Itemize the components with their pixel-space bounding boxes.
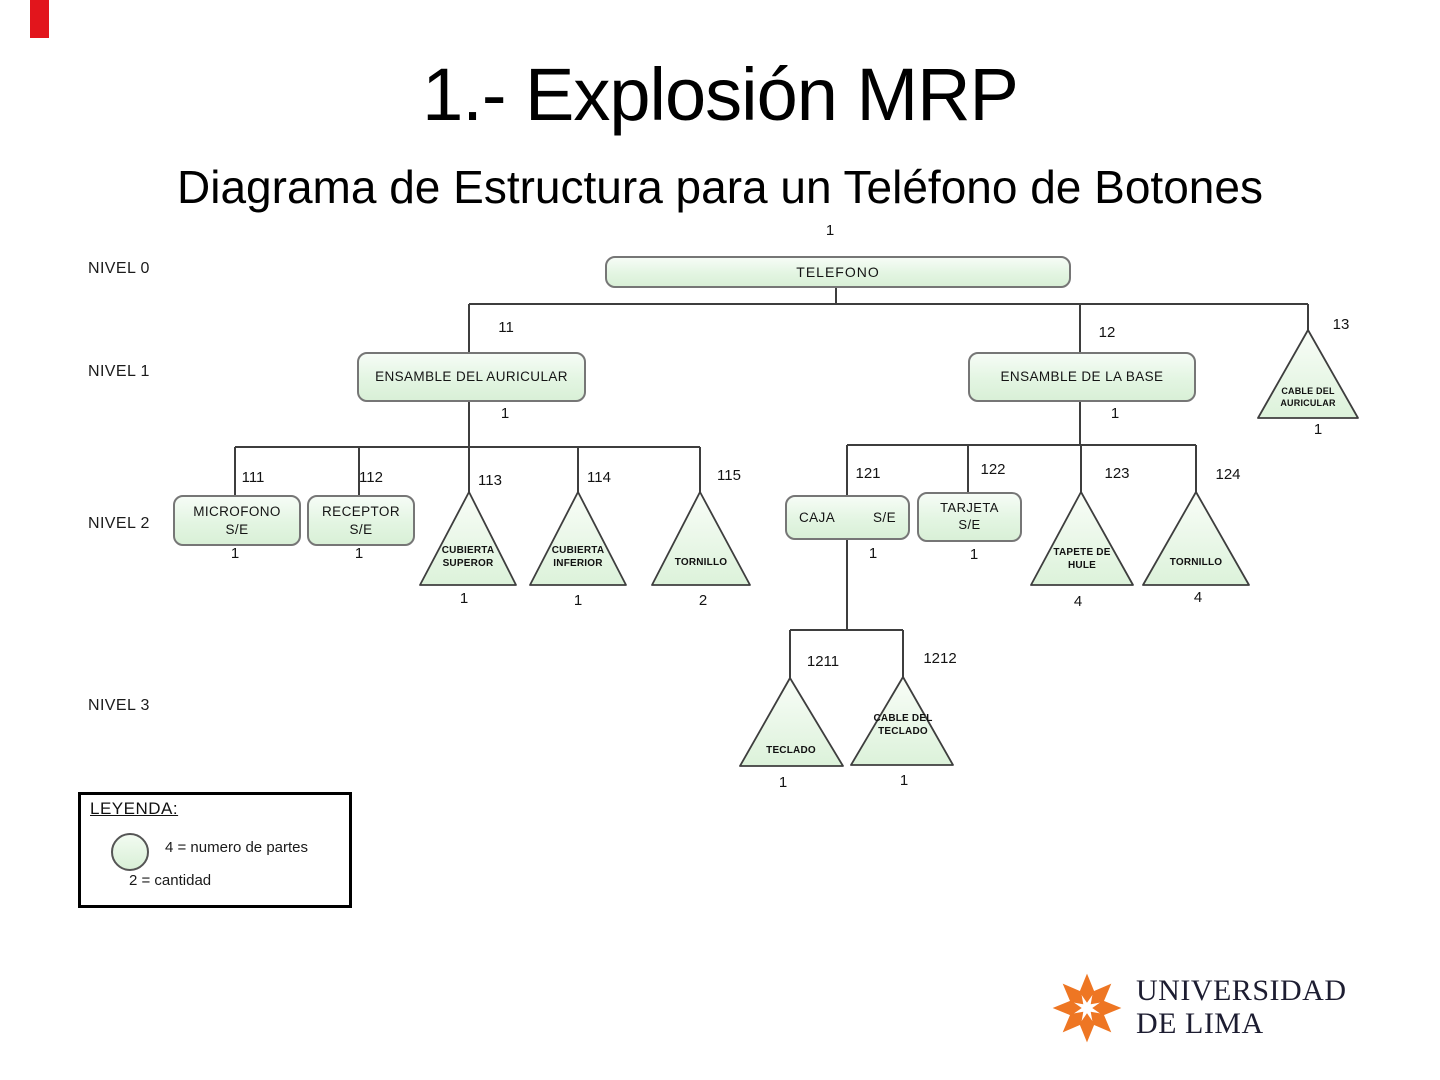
qty-tapete-hule: 4 bbox=[1073, 593, 1083, 610]
qty-receptor: 1 bbox=[354, 545, 364, 562]
qty-microfono: 1 bbox=[230, 545, 240, 562]
triangle-tornillo-auricular bbox=[651, 491, 751, 586]
triangle-cable-auricular bbox=[1257, 329, 1359, 419]
qty-cable-teclado: 1 bbox=[899, 772, 909, 789]
legend-item-parts: 4 = numero de partes bbox=[165, 839, 309, 856]
node-ensamble-base: ENSAMBLE DE LA BASE bbox=[968, 352, 1196, 402]
code-cable-teclado: 1212 bbox=[923, 650, 957, 667]
qty-tornillo-auricular: 2 bbox=[698, 592, 708, 609]
qty-cubierta-inferior: 1 bbox=[573, 592, 583, 609]
code-ensamble-auricular: 11 bbox=[498, 319, 514, 336]
slide-subtitle: Diagrama de Estructura para un Teléfono … bbox=[177, 161, 1263, 213]
triangle-cable-teclado bbox=[850, 676, 954, 766]
code-cubierta-superior: 113 bbox=[478, 472, 502, 489]
node-ensamble-auricular: ENSAMBLE DEL AURICULAR bbox=[357, 352, 586, 402]
triangle-tapete-hule bbox=[1030, 491, 1134, 586]
qty-cable-auricular: 1 bbox=[1313, 421, 1323, 438]
qty-ensamble-base: 1 bbox=[1110, 405, 1120, 422]
logo-line-2: DE LIMA bbox=[1136, 1007, 1264, 1040]
code-cubierta-inferior: 114 bbox=[587, 469, 611, 486]
node-telefono: TELEFONO bbox=[605, 256, 1071, 288]
node-caja: CAJA S/E bbox=[785, 495, 910, 540]
qty-cubierta-superior: 1 bbox=[459, 590, 469, 607]
label-cubierta-inferior: CUBIERTA INFERIOR bbox=[551, 545, 605, 569]
logo-line-1: UNIVERSIDAD bbox=[1136, 974, 1347, 1007]
code-caja: 121 bbox=[855, 465, 881, 482]
qty-tarjeta: 1 bbox=[969, 546, 979, 563]
universidad-de-lima-wordmark: UNIVERSIDAD DE LIMA bbox=[1136, 974, 1347, 1040]
level-label-0: NIVEL 0 bbox=[88, 260, 150, 277]
code-ensamble-base: 12 bbox=[1098, 324, 1116, 341]
code-telefono: 1 bbox=[825, 222, 835, 239]
legend-title: LEYENDA: bbox=[90, 799, 179, 818]
label-cable-teclado: CABLE DEL TECLADO bbox=[873, 713, 933, 737]
label-cubierta-superior: CUBIERTA SUPEROR bbox=[441, 545, 495, 569]
legend-circle-icon bbox=[111, 833, 149, 871]
code-teclado: 1211 bbox=[806, 653, 840, 670]
code-tornillo-auricular: 115 bbox=[717, 467, 741, 484]
code-microfono: 111 bbox=[241, 469, 265, 486]
qty-tornillo-base: 4 bbox=[1193, 589, 1203, 606]
label-teclado: TECLADO bbox=[766, 745, 816, 756]
qty-ensamble-auricular: 1 bbox=[500, 405, 510, 422]
label-tapete-hule: TAPETE DE HULE bbox=[1053, 547, 1111, 571]
triangle-teclado bbox=[739, 677, 844, 767]
label-cable-auricular: CABLE DEL AURICULAR bbox=[1280, 386, 1336, 408]
code-tornillo-base: 124 bbox=[1215, 466, 1241, 483]
connector-lines bbox=[234, 284, 1309, 679]
red-corner-marker bbox=[30, 0, 49, 38]
level-label-3: NIVEL 3 bbox=[88, 697, 150, 714]
qty-caja: 1 bbox=[868, 545, 878, 562]
legend: LEYENDA: 4 = numero de partes 2 = cantid… bbox=[78, 792, 352, 908]
code-tarjeta: 122 bbox=[980, 461, 1006, 478]
qty-teclado: 1 bbox=[778, 774, 788, 791]
code-cable-auricular: 13 bbox=[1332, 316, 1350, 333]
universidad-de-lima-star-icon bbox=[1052, 973, 1122, 1043]
triangle-cubierta-superior bbox=[419, 491, 517, 586]
level-label-1: NIVEL 1 bbox=[88, 363, 150, 380]
slide-title: 1.- Explosión MRP bbox=[422, 53, 1019, 136]
code-tapete-hule: 123 bbox=[1104, 465, 1130, 482]
label-tornillo-auricular: TORNILLO bbox=[674, 557, 728, 568]
triangle-tornillo-base bbox=[1142, 491, 1250, 586]
label-tornillo-base: TORNILLO bbox=[1169, 557, 1223, 568]
code-receptor: 112 bbox=[359, 469, 383, 486]
legend-item-qty: 2 = cantidad bbox=[129, 872, 212, 889]
level-label-2: NIVEL 2 bbox=[88, 515, 150, 532]
triangle-cubierta-inferior bbox=[529, 491, 627, 586]
